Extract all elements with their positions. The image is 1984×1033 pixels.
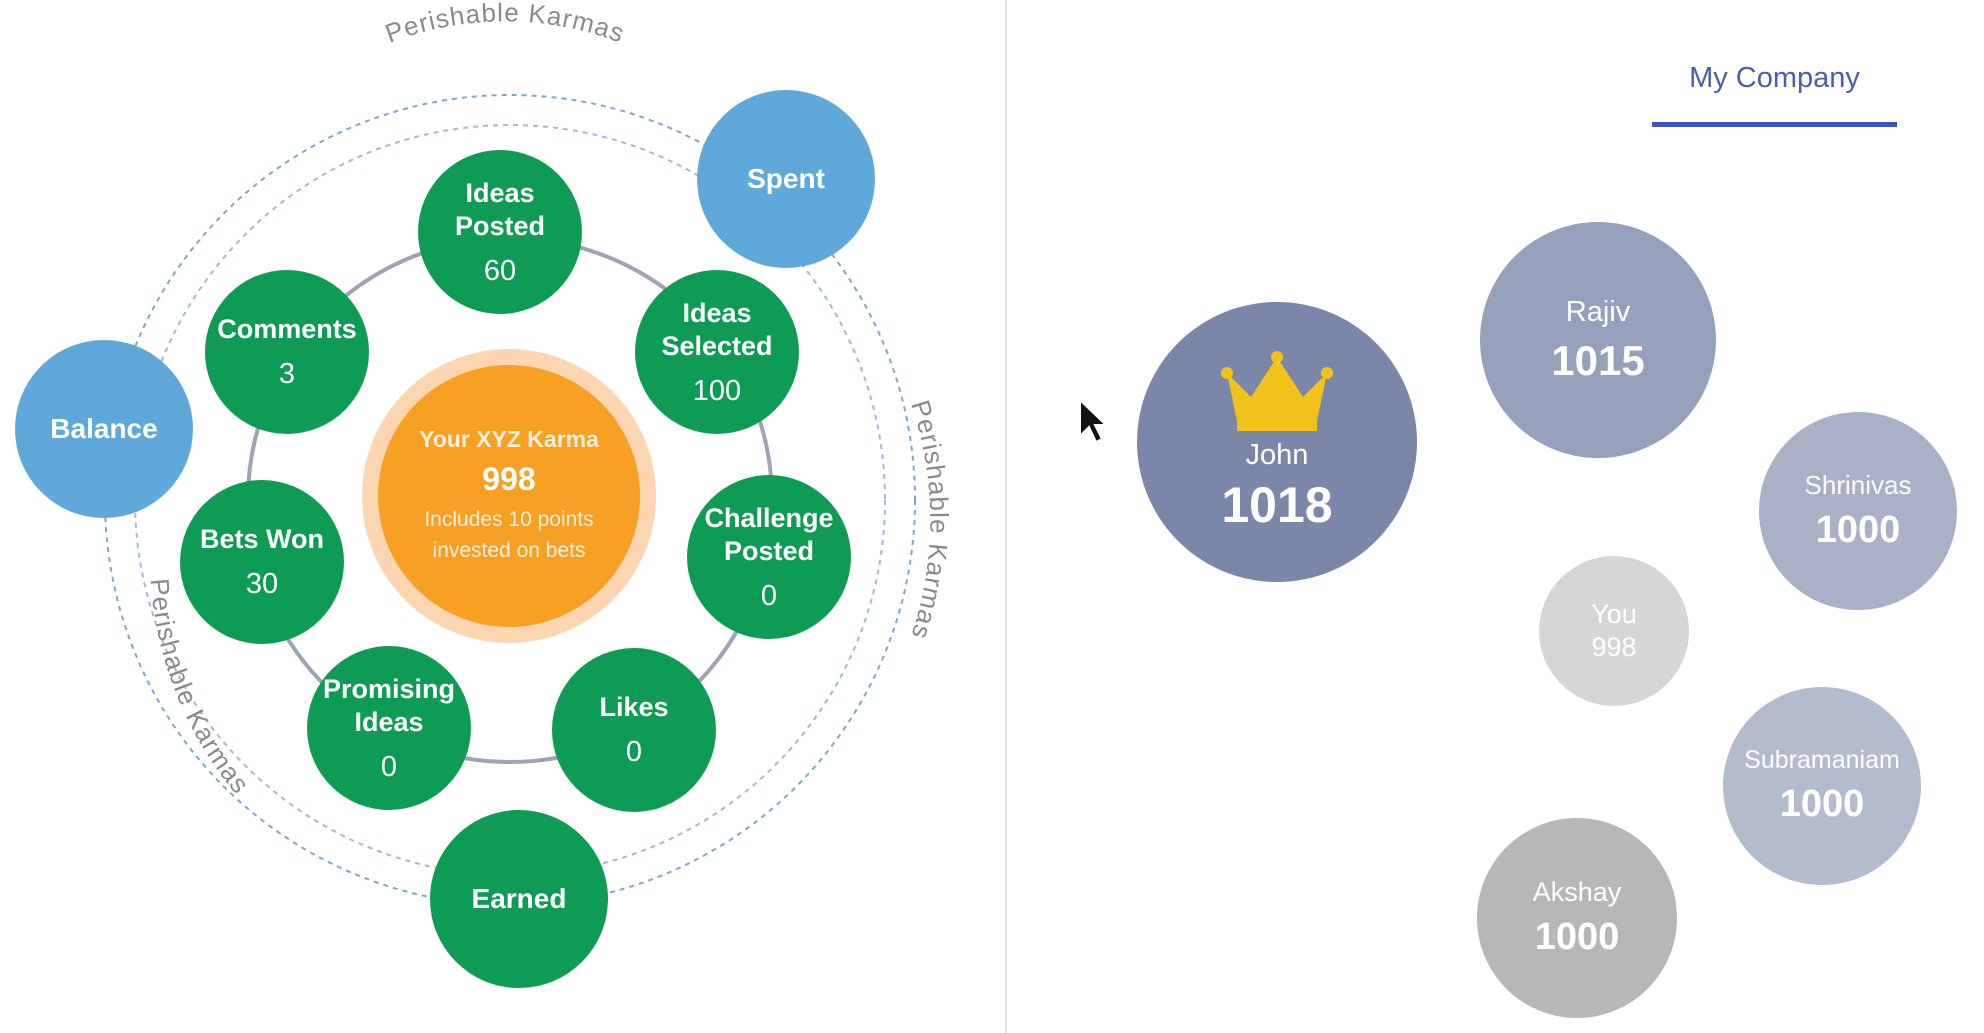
ring-label-top: Perishable Karmas: [381, 0, 629, 49]
likes-label: Likes: [599, 692, 669, 722]
bubble-name-subramaniam: Subramaniam: [1744, 746, 1900, 774]
bets-won-label: Bets Won: [199, 524, 324, 554]
promising-ideas-node[interactable]: Promising Ideas 0: [307, 646, 471, 810]
earned-node[interactable]: Earned: [430, 810, 608, 988]
ideas-selected-value: 100: [692, 374, 742, 407]
promising-ideas-label-2: Ideas: [354, 706, 424, 737]
ideas-selected-label: Ideas: [682, 297, 752, 328]
ring-label-right: Perishable Karmas: [905, 396, 954, 643]
karma-note-line2: invested on bets: [432, 539, 586, 562]
promising-ideas-value: 0: [380, 750, 398, 783]
likes-node[interactable]: Likes 0: [552, 648, 716, 812]
ideas-posted-label: Ideas: [465, 177, 535, 208]
crown-icon: [1221, 350, 1333, 431]
comments-value: 3: [278, 358, 296, 390]
challenge-posted-label-2: Posted: [723, 535, 815, 566]
karma-wheel-panel: Perishable Karmas Perishable Karmas Peri…: [15, 0, 954, 988]
bubble-name-rajiv: Rajiv: [1565, 295, 1631, 328]
karma-total-circle: Your XYZ Karma 998 Includes 10 points in…: [378, 365, 640, 627]
ideas-posted-node[interactable]: Ideas Posted 60: [418, 150, 582, 314]
promising-ideas-label: Promising: [322, 673, 456, 704]
leaderboard-panel: My Company John 1018 Rajiv 1015 Shriniva…: [1007, 0, 1984, 1033]
leader-bubble-akshay[interactable]: Akshay 1000: [1477, 818, 1677, 1018]
bubble-score-john: 1018: [1221, 476, 1333, 533]
bubble-name-akshay: Akshay: [1532, 877, 1622, 907]
spent-label: Spent: [747, 163, 825, 194]
challenge-posted-value: 0: [760, 579, 778, 612]
challenge-posted-label: Challenge: [704, 502, 834, 533]
karma-wheel-rings: Perishable Karmas Perishable Karmas Peri…: [104, 0, 954, 906]
leader-bubble-you[interactable]: You 998: [1539, 556, 1689, 706]
tab-my-company[interactable]: My Company: [1689, 62, 1860, 94]
cursor-arrow-icon: [1079, 398, 1108, 444]
bubble-score-shrinivas: 1000: [1815, 509, 1901, 551]
panel-divider: [1005, 0, 1007, 1033]
ideas-posted-value: 60: [483, 254, 517, 287]
bubble-name-shrinivas: Shrinivas: [1804, 470, 1912, 500]
ideas-selected-label-2: Selected: [661, 330, 773, 361]
challenge-posted-node[interactable]: Challenge Posted 0: [687, 475, 851, 639]
ideas-posted-label-2: Posted: [454, 210, 546, 241]
leader-bubble-subramaniam[interactable]: Subramaniam 1000: [1723, 687, 1921, 885]
bets-won-node[interactable]: Bets Won 30: [180, 480, 344, 644]
likes-value: 0: [625, 736, 643, 768]
bubble-name-john: John: [1245, 438, 1309, 471]
balance-node[interactable]: Balance: [15, 340, 193, 518]
bubble-score-akshay: 1000: [1534, 916, 1620, 958]
bets-won-value: 30: [245, 568, 279, 600]
bubble-score-rajiv: 1015: [1551, 336, 1645, 384]
bubble-score-you: 998: [1591, 632, 1637, 662]
leader-bubble-shrinivas[interactable]: Shrinivas 1000: [1759, 412, 1957, 610]
spent-node[interactable]: Spent: [697, 90, 875, 268]
inner-dashed-ring: [134, 124, 886, 876]
comments-label: Comments: [217, 314, 357, 344]
tab-active-underline: [1652, 122, 1897, 127]
karma-title: Your XYZ Karma: [419, 426, 599, 452]
karma-note-line1: Includes 10 points: [424, 508, 594, 531]
leader-bubble-rajiv[interactable]: Rajiv 1015: [1480, 222, 1716, 458]
bubble-name-you: You: [1591, 599, 1637, 629]
comments-node[interactable]: Comments 3: [205, 270, 369, 434]
leader-bubble-john[interactable]: John 1018: [1137, 302, 1417, 582]
bubble-score-subramaniam: 1000: [1779, 783, 1865, 825]
balance-label: Balance: [50, 413, 158, 444]
ideas-selected-node[interactable]: Ideas Selected 100: [635, 270, 799, 434]
earned-label: Earned: [471, 883, 567, 914]
karma-total-value: 998: [482, 461, 536, 497]
